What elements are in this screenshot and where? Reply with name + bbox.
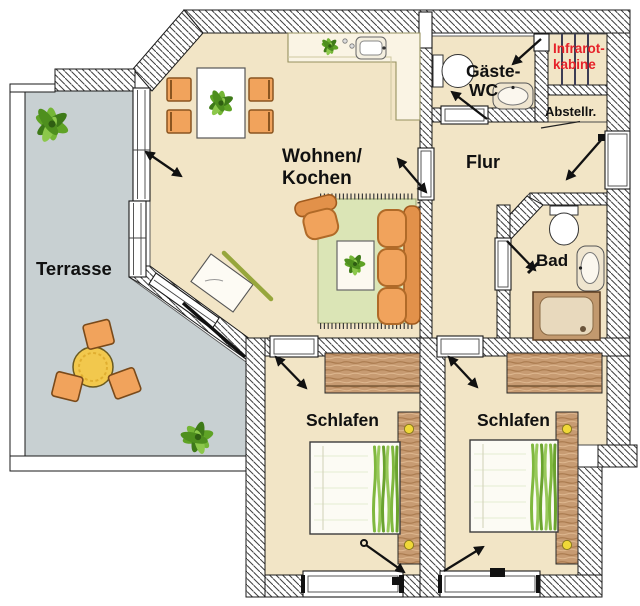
sofa [377, 205, 421, 325]
dining-chair [166, 77, 192, 102]
label-wohnen-kochen-2: Kochen [282, 168, 352, 189]
terrace-chair [51, 371, 84, 403]
hand-basin [576, 245, 605, 292]
infrared-cabin-lines [561, 34, 589, 85]
toilet [432, 54, 475, 88]
terrace-chair [107, 366, 142, 400]
gaeste-wc-fixtures [432, 54, 534, 110]
door-abstellraum [540, 120, 581, 129]
bed [309, 441, 401, 535]
bad-fixtures [532, 205, 605, 341]
schlafen-2-furniture [469, 352, 603, 565]
door-bad [494, 237, 512, 291]
label-gaeste-wc-2: WC [469, 80, 499, 100]
label-infrarotkabine-2: kabine [553, 57, 596, 72]
wardrobe [324, 352, 421, 394]
living-area [190, 193, 421, 329]
entry-door [604, 130, 631, 190]
terrace-parapet-left [9, 83, 26, 472]
label-infrarotkabine-1: Infrarot- [553, 41, 605, 56]
tv-sideboard [190, 250, 274, 313]
terrace-parapet-top [9, 83, 56, 93]
label-bad: Bad [536, 251, 568, 270]
dining-set [166, 67, 274, 139]
top-wall-duct [418, 11, 433, 49]
dining-chair [166, 109, 192, 134]
terrace-furniture [29, 103, 222, 462]
door-swing-arrow [565, 138, 603, 181]
label-terrasse: Terrasse [36, 258, 112, 279]
door-swing-arrow [450, 90, 488, 120]
shower [532, 291, 601, 341]
dining-chair [248, 77, 274, 102]
window-schlafen-1 [302, 570, 404, 598]
schlafen-1-furniture [309, 352, 421, 565]
door-swing-arrow [511, 38, 542, 66]
door-infrarotkabine [533, 33, 550, 52]
door-living-flur [417, 147, 435, 201]
terrace-window-lower [128, 200, 147, 278]
door-swing-arrow [447, 355, 479, 389]
armchair [294, 193, 340, 241]
door-swing-arrow [365, 544, 406, 574]
tv [221, 250, 274, 302]
door-swing-arrow [274, 355, 308, 390]
kitchen-counter [287, 32, 421, 121]
label-flur: Flur [466, 152, 500, 172]
toilet [549, 205, 579, 246]
door-swing-arrow [506, 240, 537, 272]
label-schlafen-2: Schlafen [477, 410, 550, 430]
door-swing-arrow [396, 157, 428, 194]
label-gaeste-wc-1: Gäste- [466, 61, 521, 81]
door-swing-arrow [144, 150, 183, 178]
dining-chair [248, 109, 274, 134]
label-abstellraum: Abstellr. [545, 104, 596, 119]
terrace-window-upper [132, 87, 151, 202]
wardrobe [506, 352, 603, 394]
label-wohnen-kochen-1: Wohnen/ [282, 146, 363, 167]
cooktop-burner [349, 43, 355, 49]
hand-basin [492, 82, 534, 110]
bed [469, 439, 559, 533]
cooktop-burner [342, 38, 348, 44]
terrace-chair [82, 318, 115, 350]
door-swing-arrows [144, 38, 605, 574]
label-schlafen-1: Schlafen [306, 410, 379, 430]
terrace-parapet-bottom [9, 455, 248, 472]
door-swing-arrow [443, 545, 485, 572]
